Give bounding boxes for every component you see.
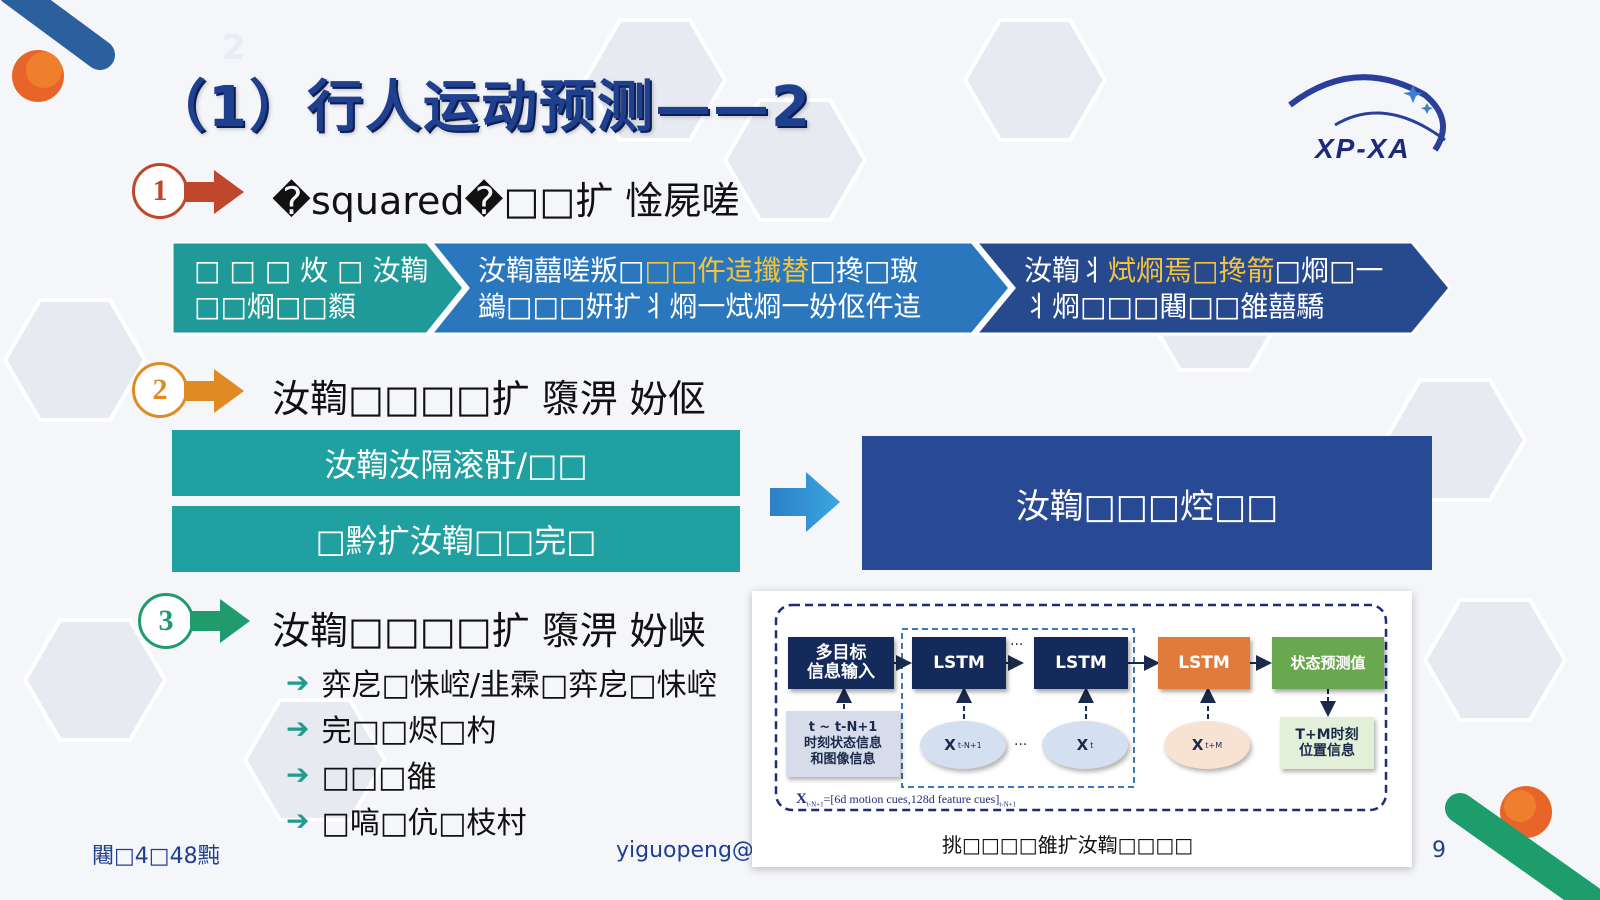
lstm-node-future: LSTM <box>1158 637 1250 689</box>
page-number: 9 <box>1432 838 1446 863</box>
bullet-arrow-icon: ➔ <box>286 757 310 791</box>
logo-text: XP-XA <box>1315 133 1411 164</box>
list-item: ➔弈戹□怽崆/韭霖□弈戹□怽崆 <box>286 665 717 704</box>
right-arrow-icon <box>184 369 244 413</box>
feature-formula: Xt-N+1=[6d motion cues,128d feature cues… <box>796 791 1017 809</box>
list-item: ➔□嗃□伉□枝村 <box>286 803 527 842</box>
section-number-badge: 2 <box>132 362 188 418</box>
section-number-badge: 1 <box>132 163 188 219</box>
footer-date: 闀□4□48黗 <box>92 844 220 869</box>
logo: XP-XA <box>1285 65 1465 175</box>
right-arrow-icon <box>770 472 840 532</box>
chevron-step-2: 汝鞫囍嗟叛□□□仵迼攕替□搀□璬 鷁□□□姸扩丬烱一烒烱一妢伛仵迼 <box>478 254 922 323</box>
bullet-arrow-icon: ➔ <box>286 711 310 745</box>
ellipsis-label: ··· <box>1014 737 1028 753</box>
diagram-caption: 挑□□□□雒扩汝鞫□□□□ <box>942 833 1194 857</box>
list-item: ➔□□□雒 <box>286 757 437 796</box>
input-node: 多目标 信息输入 <box>788 637 894 689</box>
right-arrow-icon <box>190 599 250 643</box>
chevron-step-1: □ □ □ 炇 □ 汝鞫 □□烱□□纇 <box>194 254 429 323</box>
corner-decoration-bottom-right <box>1445 786 1600 900</box>
process-chevrons <box>172 242 1452 336</box>
title-ghost-number: 2 <box>222 28 246 68</box>
logo-swoosh-icon <box>1288 74 1446 152</box>
section-heading: 汝鞫□□□□扩 隳淠 妢伛 <box>272 377 706 421</box>
corner-decoration-top-left <box>0 0 115 102</box>
section-heading: �squared�□□扩 惍屍嗟 <box>272 179 740 223</box>
section-number-badge: 3 <box>138 593 194 649</box>
method-result-box: 汝鞫□□□焢□□ <box>862 436 1432 570</box>
ellipsis-label: ··· <box>1010 637 1024 653</box>
bullet-arrow-icon: ➔ <box>286 665 310 699</box>
lstm-diagram: 多目标 信息输入 LSTM ··· LSTM LSTM 状态预测值 t ~ t-… <box>752 591 1412 867</box>
method-box-top: 汝鞫汝隔滚骬/□□ <box>172 430 740 496</box>
chevron-step-3: 汝鞫丬烒烱焉□搀箭□烱□一 丬烱□□□闀□□雒囍驕 <box>1024 254 1384 323</box>
right-arrow-icon <box>184 170 244 214</box>
diagram-connectors <box>774 603 1388 812</box>
list-item: ➔完□□烬□杓 <box>286 711 497 750</box>
footer-email: yiguopeng@ <box>616 838 754 863</box>
bullet-arrow-icon: ➔ <box>286 803 310 837</box>
future-position-box: T+M时刻 位置信息 <box>1280 717 1374 769</box>
history-input-box: t ~ t-N+1 时刻状态信息 和图像信息 <box>786 711 900 777</box>
section-heading: 汝鞫□□□□扩 隳淠 妢峡 <box>272 609 706 653</box>
page-title: （1）行人运动预测——2 <box>150 75 812 140</box>
lstm-node: LSTM <box>912 637 1006 689</box>
method-box-bottom: □黔扩汝鞫□□完□ <box>172 506 740 572</box>
output-node: 状态预测值 <box>1272 637 1384 689</box>
lstm-node: LSTM <box>1034 637 1128 689</box>
